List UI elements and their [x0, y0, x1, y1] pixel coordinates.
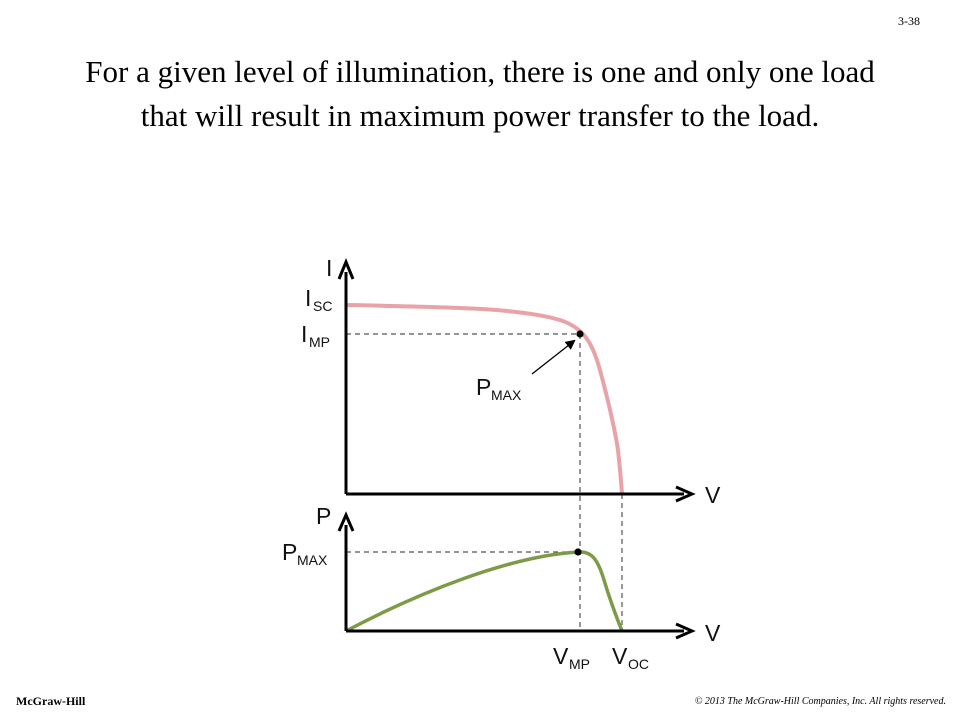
iv-x-axis-label: V — [705, 482, 721, 508]
slide-number: 3-38 — [898, 14, 920, 28]
svg-text:MAX: MAX — [297, 552, 328, 568]
isc-label: I SC — [305, 285, 332, 314]
slide-title: For a given level of illumination, there… — [85, 54, 875, 133]
svg-text:OC: OC — [628, 656, 649, 672]
pmax-label: P MAX — [282, 539, 328, 568]
vmp-label: V MP — [553, 643, 590, 672]
svg-text:MAX: MAX — [491, 387, 522, 403]
imp-label: I MP — [301, 321, 330, 350]
iv-y-axis-label: I — [326, 255, 332, 281]
pv-chart: P V P MAX V MP V OC — [282, 503, 721, 672]
svg-text:P: P — [476, 374, 491, 400]
pmax-callout-arrow — [531, 339, 576, 375]
pv-mpp-dot — [574, 548, 582, 556]
copyright-notice: © 2013 The McGraw-Hill Companies, Inc. A… — [694, 696, 946, 707]
svg-text:I: I — [301, 321, 307, 347]
svg-text:I: I — [305, 285, 311, 311]
svg-text:MP: MP — [309, 334, 330, 350]
svg-text:V: V — [553, 643, 569, 669]
svg-text:V: V — [612, 643, 628, 669]
publisher-label: McGraw-Hill — [16, 694, 86, 708]
pmax-callout-label: P MAX — [476, 374, 522, 403]
iv-y-arrowhead — [337, 258, 355, 280]
svg-text:P: P — [282, 539, 297, 565]
iv-mpp-dot — [576, 330, 584, 338]
pv-y-axis-label: P — [316, 503, 331, 529]
svg-text:MP: MP — [569, 656, 590, 672]
pv-y-arrowhead — [337, 511, 355, 532]
iv-chart: I V I SC I MP P MAX — [301, 255, 721, 628]
iv-x-arrowhead — [675, 485, 696, 503]
pv-x-arrowhead — [675, 622, 696, 640]
pv-x-axis-label: V — [705, 620, 721, 646]
svg-text:SC: SC — [313, 298, 332, 314]
iv-curve — [345, 303, 624, 495]
voc-label: V OC — [612, 643, 649, 672]
